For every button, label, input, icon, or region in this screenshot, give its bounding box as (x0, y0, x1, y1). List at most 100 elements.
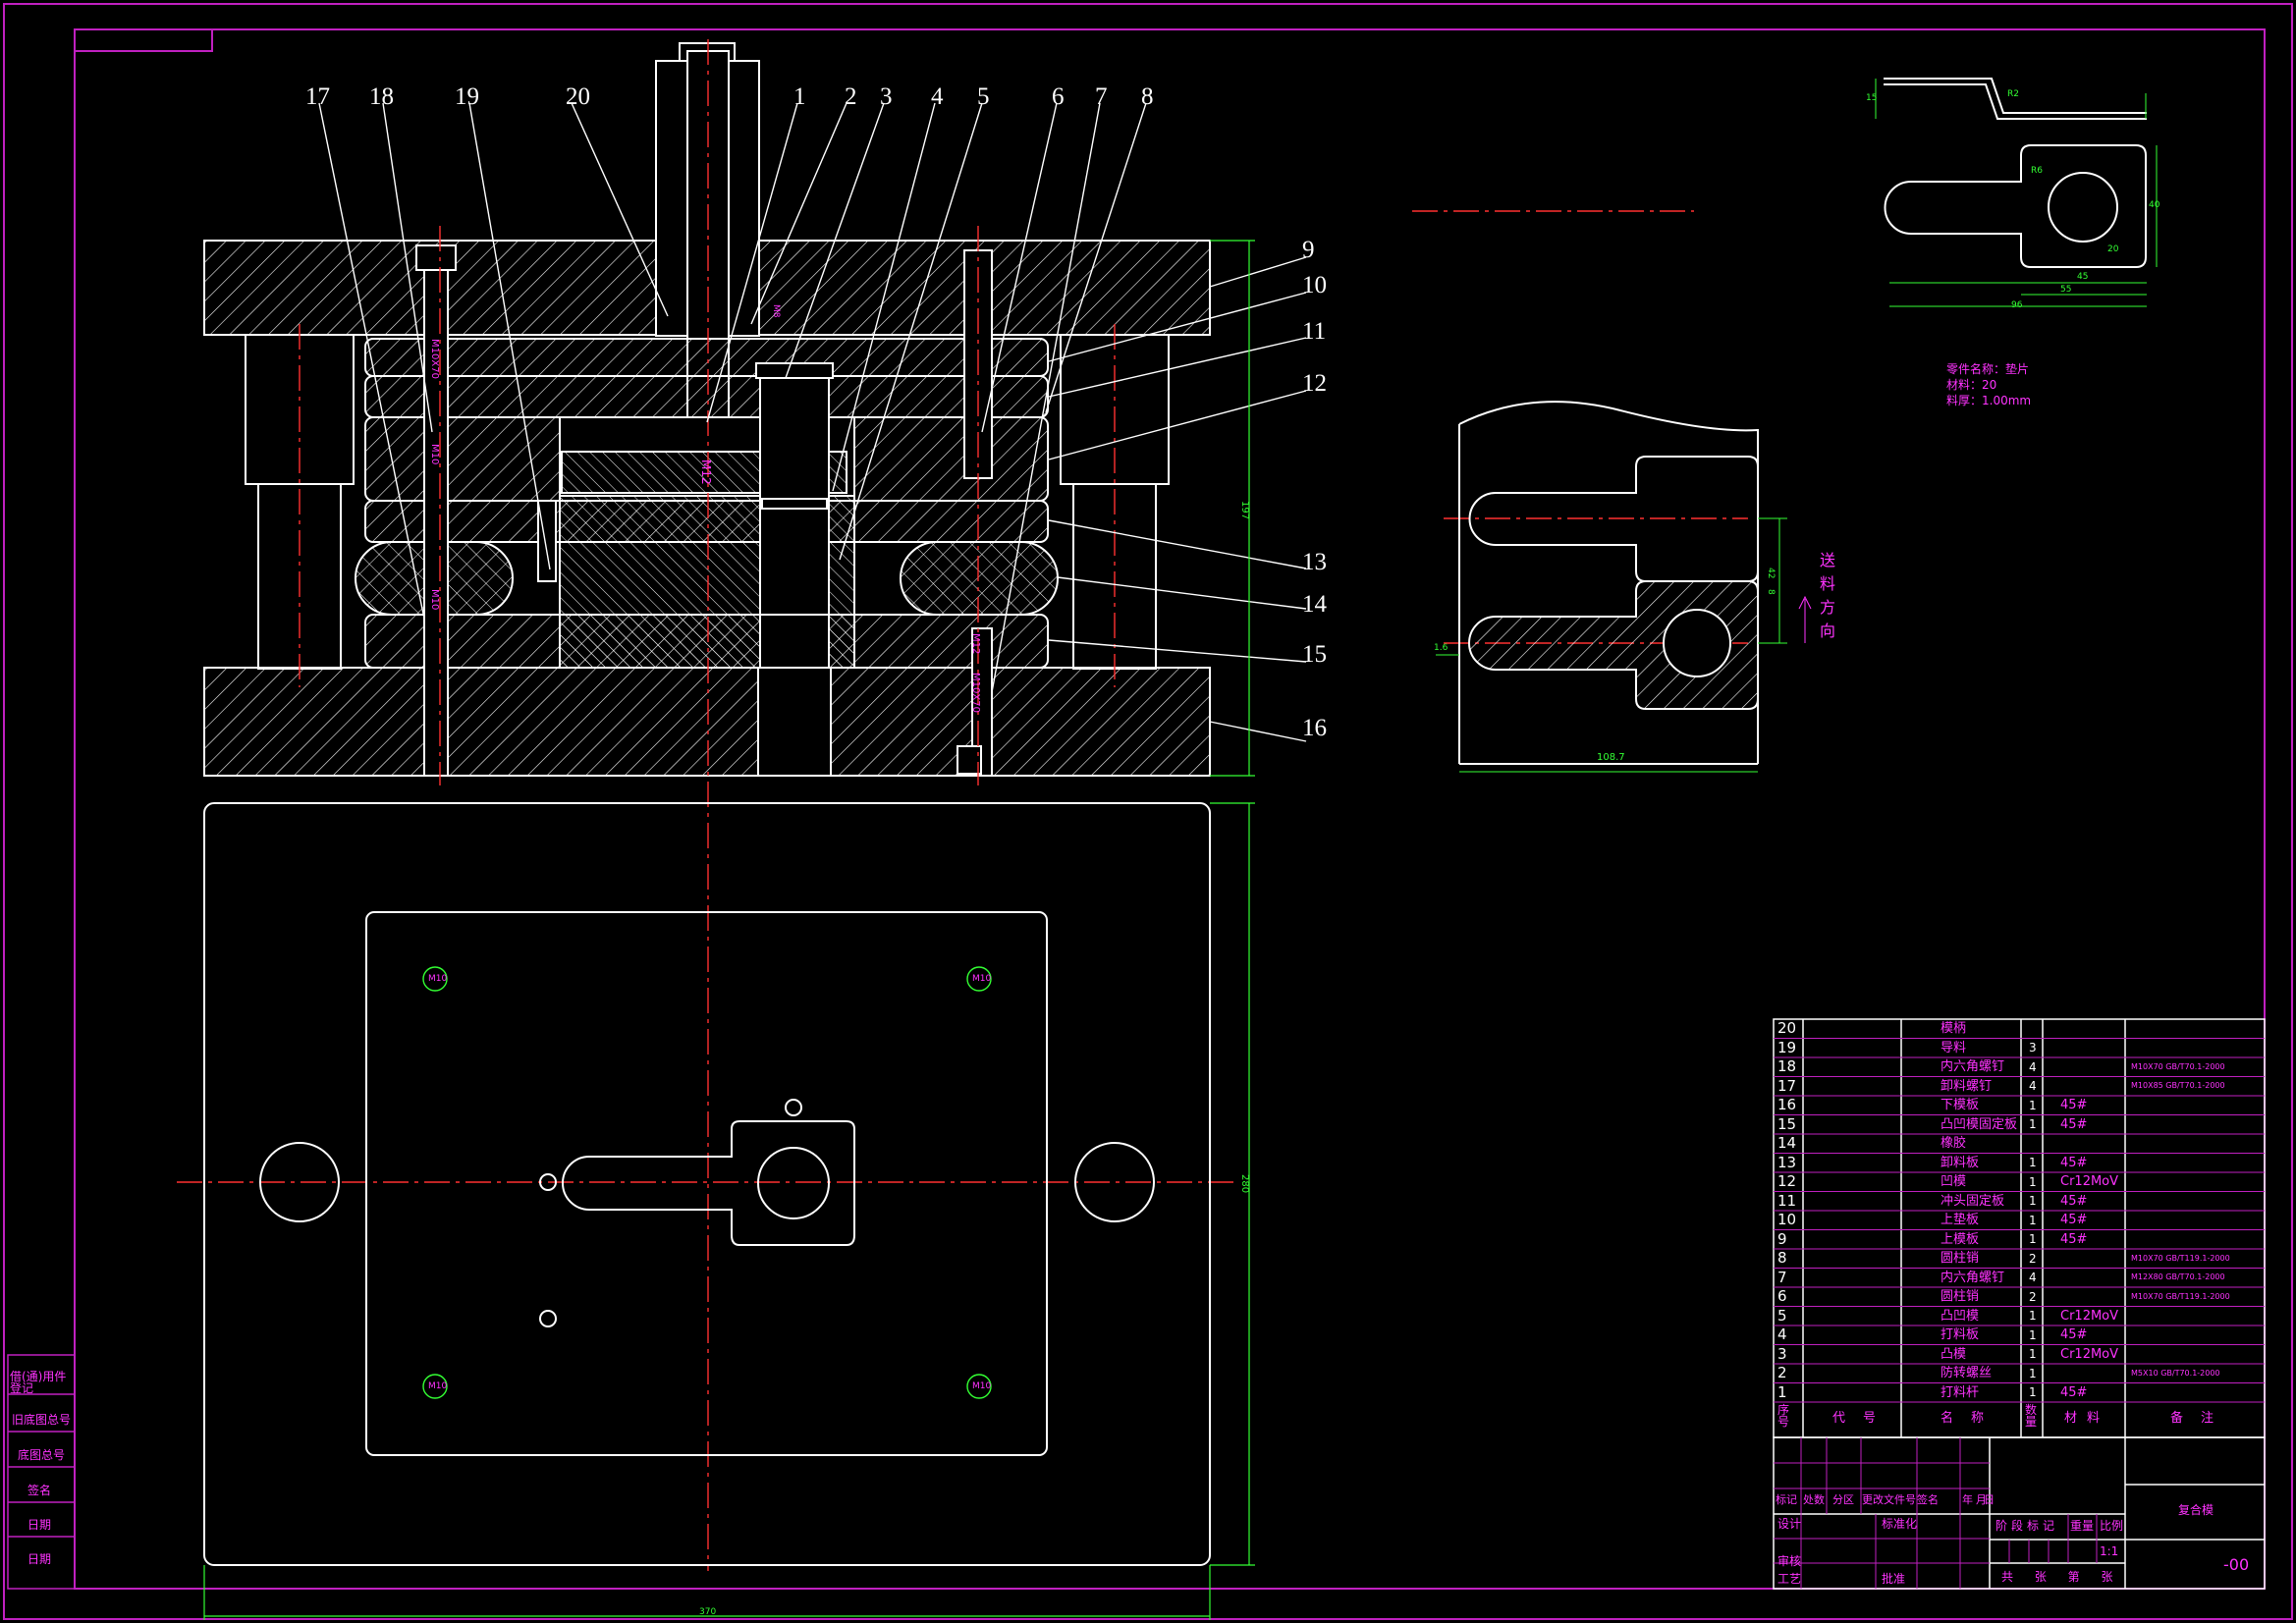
hole-label-b: M10 (972, 974, 992, 984)
revision-header-cell: 日 (1984, 1493, 1995, 1506)
part-name: 零件名称：垫片 (1946, 362, 2030, 376)
bom-cell-no: 19 (1777, 1038, 1797, 1056)
bom-cell-name: 卸料板 (1941, 1155, 1980, 1170)
bom-cell-no: 9 (1777, 1229, 1787, 1248)
bom-cell-mat: 45# (2060, 1098, 2088, 1113)
bom-cell-name: 凸凹模 (1941, 1308, 1980, 1324)
strip-dim-pitch: 42 (1766, 568, 1776, 579)
bom-cell-no: 20 (1777, 1019, 1797, 1038)
bom-cell-name: 防转螺丝 (1941, 1366, 1993, 1381)
weight-label: 重量 (2070, 1519, 2095, 1533)
bom-cell-no: 8 (1777, 1249, 1787, 1268)
bom-cell-no: 2 (1777, 1364, 1787, 1382)
left-strip (7, 1354, 76, 1590)
bom-cell-no: 14 (1777, 1134, 1797, 1153)
lower-die-plate (203, 667, 1211, 777)
part-dim-40: 40 (2149, 200, 2160, 210)
bom-cell-no: 4 (1777, 1325, 1787, 1344)
revision-header-cell: 签名 (1917, 1493, 1939, 1506)
bom-cell-name: 圆柱销 (1941, 1251, 1980, 1267)
hole-label-a: M10 (428, 974, 448, 984)
bom-cell-note: M5X10 GB/T70.1-2000 (2131, 1368, 2220, 1378)
mark-m10-a: M10 (429, 444, 440, 465)
bom-row-lines (1774, 1038, 2265, 1403)
bom-cell-no: 11 (1777, 1191, 1797, 1210)
revision-header-cell: 标记 (1776, 1493, 1797, 1506)
punch-fixing-plate (364, 375, 1049, 418)
mark-m8: M8 (771, 304, 781, 318)
part-dims (1875, 79, 2158, 307)
part-dim-20: 20 (2107, 244, 2119, 254)
role-review: 审核 (1777, 1554, 1802, 1568)
bom-cell-name: 导料 (1941, 1040, 1967, 1055)
strip-label-3: 底图总号 (18, 1448, 66, 1462)
bom-cell-mat: Cr12MoV (2060, 1346, 2119, 1362)
bom-cell-no: 17 (1777, 1076, 1797, 1095)
strip-label-4: 签名 (27, 1484, 52, 1497)
bom-cell-mat: 45# (2060, 1384, 2088, 1400)
bom-cell-mat: 45# (2060, 1327, 2088, 1343)
strip-label-6: 日期 (27, 1552, 52, 1566)
bom-cell-qty: 2 (2029, 1251, 2037, 1266)
bom-cell-no: 5 (1777, 1306, 1787, 1325)
callout-19: 19 (455, 83, 479, 110)
bom-cell-qty: 4 (2029, 1271, 2037, 1285)
dim-height-197: 197 (1239, 501, 1250, 520)
strip-label-5: 日期 (27, 1518, 52, 1532)
bom-cell-name: 下模板 (1941, 1098, 1980, 1113)
bom-cell-name: 凹模 (1941, 1174, 1967, 1190)
hole-label-d: M10 (972, 1381, 992, 1391)
callout-9: 9 (1302, 237, 1315, 263)
part-thickness: 料厚：1.00mm (1946, 394, 2032, 407)
lower-plate-outline (203, 802, 1211, 1566)
callout-11: 11 (1302, 318, 1327, 345)
bom-cell-qty: 1 (2029, 1194, 2037, 1209)
bom-cell-qty: 1 (2029, 1327, 2037, 1342)
strip-dim-width: 108.7 (1597, 752, 1625, 763)
bom-header-name: 名称 (1941, 1411, 2002, 1426)
bom-cell-mat: 45# (2060, 1193, 2088, 1209)
bom-cell-no: 15 (1777, 1114, 1797, 1133)
bom-cell-no: 18 (1777, 1057, 1797, 1076)
callout-8: 8 (1141, 83, 1154, 110)
bom-cell-no: 1 (1777, 1382, 1787, 1401)
strip-label-1: 借(通)用件登记 (10, 1370, 67, 1395)
strip-dim-ht: 8 (1766, 589, 1776, 595)
drawing-number: -00 (2223, 1555, 2250, 1574)
scale-value: 1:1 (2100, 1544, 2119, 1558)
revision-header-cell: 处数 (1803, 1493, 1825, 1506)
die-set-outline (365, 911, 1048, 1456)
bom-cell-no: 10 (1777, 1211, 1797, 1229)
bom-header-note: 备注 (2170, 1411, 2232, 1426)
bom-cell-mat: 45# (2060, 1116, 2088, 1132)
rubber-right (900, 541, 1059, 616)
callout-18: 18 (369, 83, 394, 110)
callout-1: 1 (793, 83, 806, 110)
dim-height-280: 280 (1239, 1174, 1250, 1194)
bom-cell-mat: Cr12MoV (2060, 1174, 2119, 1190)
sheet-frame (3, 3, 2293, 1620)
bom-cell-name: 橡胶 (1941, 1136, 1967, 1152)
bom-header-code: 代号 (1832, 1411, 1894, 1426)
callout-15: 15 (1302, 641, 1327, 668)
role-approve: 批准 (1882, 1572, 1906, 1586)
dim-width-370: 370 (699, 1607, 717, 1617)
revision-header-cell: 月 (1976, 1493, 1987, 1506)
bom-cell-no: 12 (1777, 1172, 1797, 1191)
bom-cell-qty: 1 (2029, 1117, 2037, 1132)
plan-view (203, 802, 1211, 1566)
callout-leaders (318, 102, 1307, 742)
callout-4: 4 (931, 83, 944, 110)
bom-cell-note: M10X70 GB/T119.1-2000 (2131, 1253, 2230, 1263)
bom-cell-no: 7 (1777, 1268, 1787, 1286)
bom-cell-qty: 4 (2029, 1079, 2037, 1094)
bom-cell-qty: 1 (2029, 1174, 2037, 1189)
bom-cell-qty: 1 (2029, 1156, 2037, 1170)
bom-cell-qty: 1 (2029, 1366, 2037, 1380)
bom-header-no: 序号 (1777, 1403, 1790, 1429)
drawing-title: 复合模 (2178, 1503, 2214, 1517)
mark-m12: M12 (699, 460, 713, 485)
callout-5: 5 (977, 83, 990, 110)
callout-6: 6 (1052, 83, 1065, 110)
bom-cell-qty: 1 (2029, 1098, 2037, 1112)
